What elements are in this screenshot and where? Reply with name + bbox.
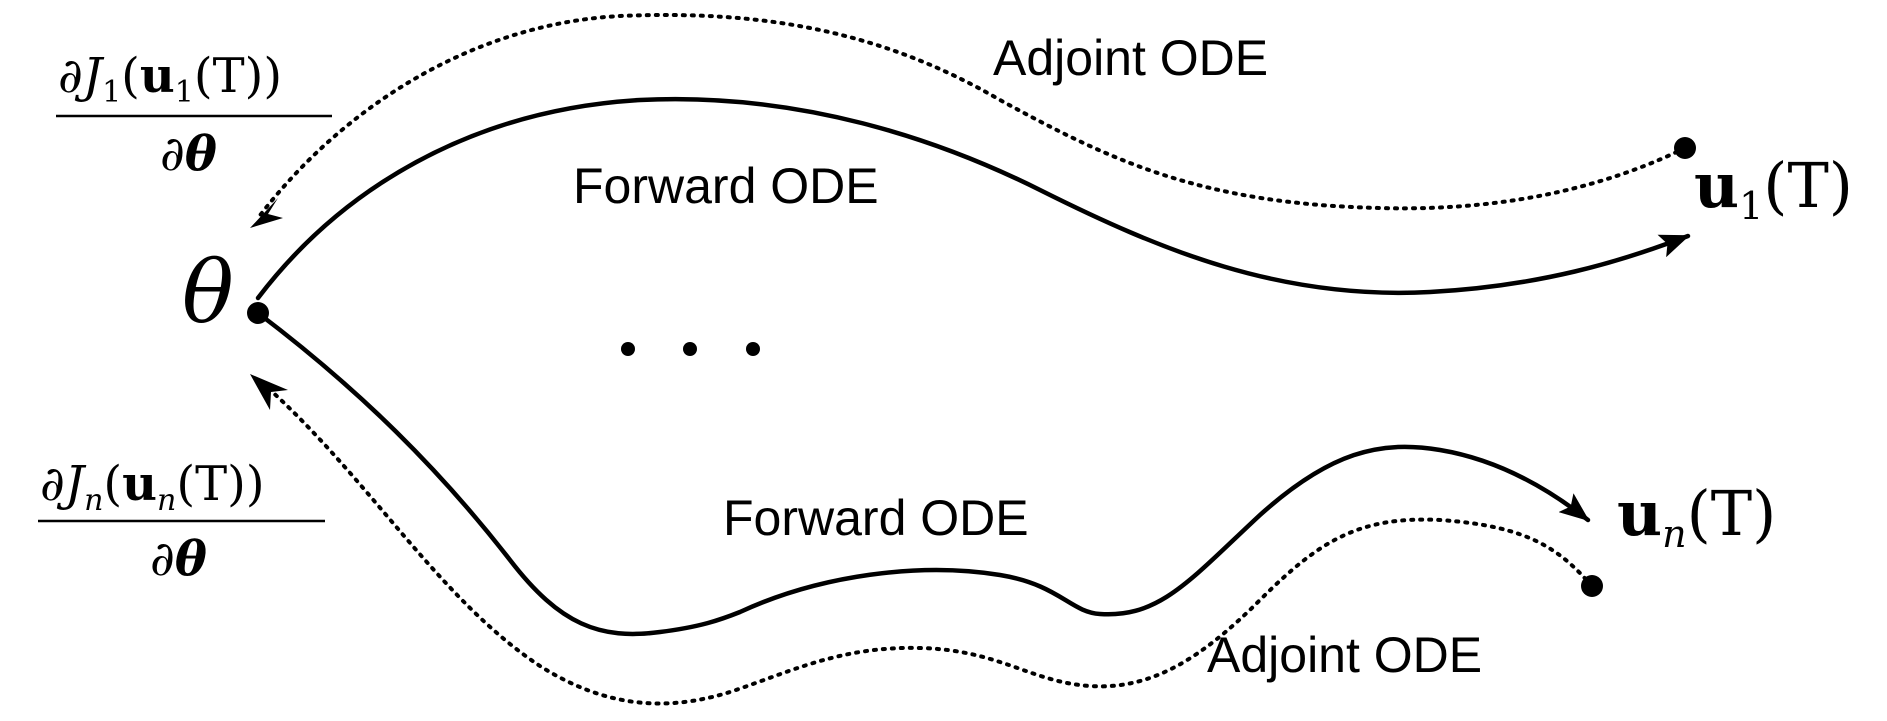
gradient-top-denominator: ∂θ bbox=[160, 126, 217, 182]
adjoint-ode-top-label: Adjoint ODE bbox=[993, 30, 1268, 86]
adjoint-ode-top-arrowhead bbox=[250, 198, 283, 228]
u1-endpoint-label: u1(T) bbox=[1694, 149, 1853, 228]
gradient-bottom-fraction: ∂Jn(un(T)) ∂θ bbox=[38, 456, 325, 587]
theta-symbol: θ bbox=[182, 243, 234, 343]
theta-origin-dot bbox=[247, 302, 269, 324]
gradient-bottom-numerator: ∂Jn(un(T)) bbox=[40, 456, 265, 518]
un-endpoint-label: un(T) bbox=[1617, 477, 1776, 556]
forward-ode-top-curve bbox=[255, 96, 1691, 301]
adjoint-ode-bottom-arrowhead bbox=[250, 374, 288, 410]
adjoint-ode-top-curve bbox=[256, 13, 1687, 220]
gradient-top-numerator: ∂J1(u1(T)) bbox=[58, 48, 282, 110]
gradient-bottom-denominator: ∂θ bbox=[150, 531, 207, 587]
ellipsis-dot bbox=[746, 342, 760, 356]
adjoint-ode-bottom-label: Adjoint ODE bbox=[1207, 627, 1482, 683]
forward-ode-bottom-curve bbox=[255, 310, 1591, 637]
forward-ode-bottom-label: Forward ODE bbox=[723, 490, 1029, 546]
adjoint-ode-bottom-curve bbox=[266, 386, 1594, 706]
u1-endpoint-dot bbox=[1674, 137, 1696, 159]
gradient-top-fraction: ∂J1(u1(T)) ∂θ bbox=[56, 48, 332, 182]
ellipsis-dot bbox=[683, 342, 697, 356]
un-endpoint-dot bbox=[1581, 575, 1603, 597]
ellipsis-dot bbox=[621, 342, 635, 356]
ellipsis bbox=[621, 342, 760, 356]
forward-ode-top-label: Forward ODE bbox=[573, 158, 879, 214]
